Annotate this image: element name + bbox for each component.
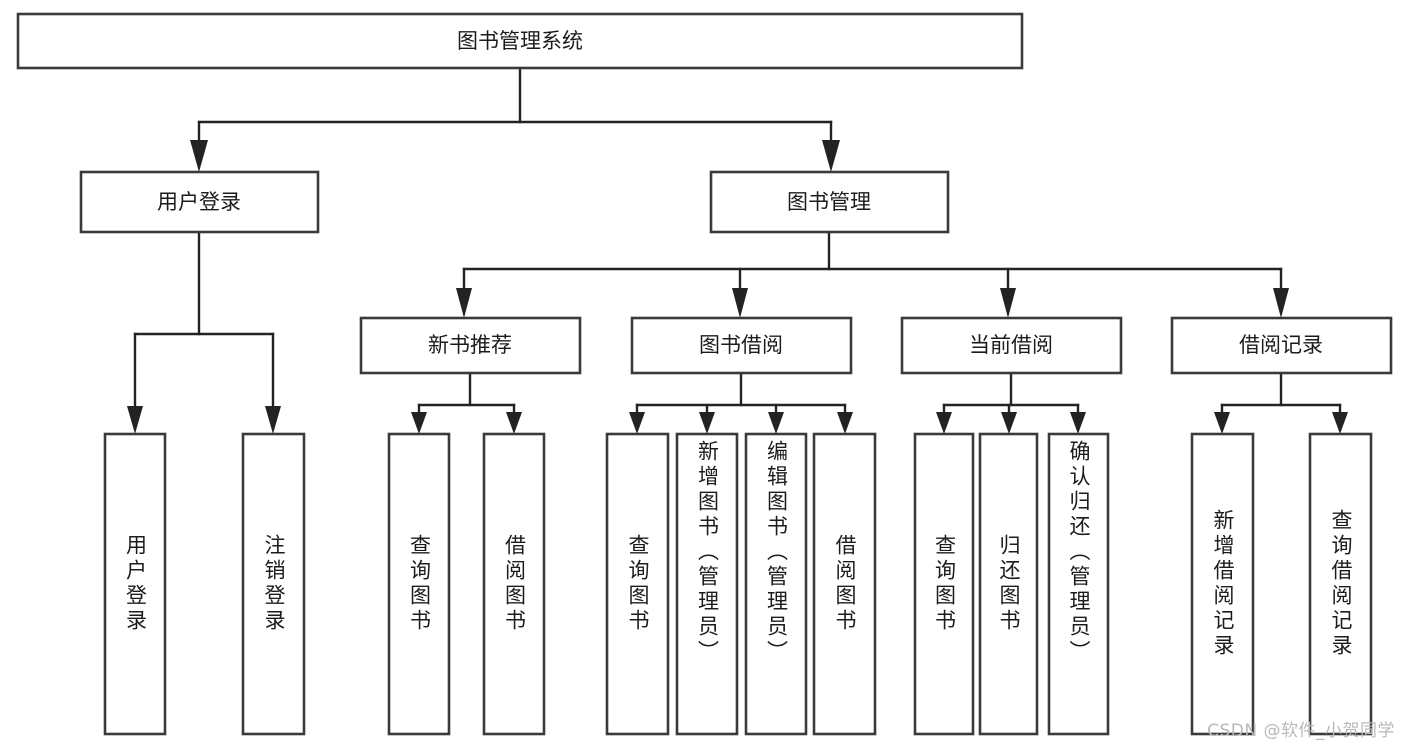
node-root-box[interactable]	[16, 12, 1024, 70]
leaf-user-logout-box[interactable]	[241, 432, 306, 736]
node-book-manage-label: 图书管理	[787, 190, 871, 214]
node-new-book-rec-label: 新书推荐	[428, 333, 512, 357]
arrowhead-leaf-borrow-book-1	[506, 412, 522, 434]
leaf-user-login-box[interactable]	[103, 432, 167, 736]
leaf-add-record-box[interactable]	[1190, 432, 1255, 736]
leaf-query-book-1-box[interactable]	[387, 432, 451, 736]
leaf-edit-book-box[interactable]	[744, 432, 808, 736]
arrowhead-leaf-edit-book	[768, 412, 784, 434]
arrowhead-leaf-borrow-book-2	[837, 412, 853, 434]
node-current-borrow-box[interactable]	[900, 316, 1123, 375]
node-book-manage-box[interactable]	[709, 170, 950, 234]
arrowhead-book-borrow	[732, 288, 748, 318]
node-user-login-box[interactable]	[79, 170, 320, 234]
csdn-watermark: CSDN @软件_小贺同学	[1207, 721, 1395, 741]
leaf-return-book-box[interactable]	[978, 432, 1039, 736]
leaf-query-record-box[interactable]	[1308, 432, 1373, 736]
arrowhead-leaf-query-book-1	[411, 412, 427, 434]
arrowhead-borrow-record	[1273, 288, 1289, 318]
arrowhead-user-login	[190, 140, 208, 172]
node-current-borrow-label: 当前借阅	[969, 333, 1053, 357]
node-borrow-record-box[interactable]	[1170, 316, 1393, 375]
connector-layer	[127, 66, 1348, 434]
arrowhead-leaf-user-login	[127, 406, 143, 434]
arrowhead-leaf-confirm-return	[1070, 412, 1086, 434]
leaf-add-book-box[interactable]	[675, 432, 739, 736]
node-book-borrow-label: 图书借阅	[699, 333, 783, 357]
node-book-borrow-box[interactable]	[630, 316, 853, 375]
arrowhead-book-manage	[822, 140, 840, 172]
node-borrow-record-label: 借阅记录	[1239, 333, 1323, 357]
arrowhead-leaf-query-book-2	[629, 412, 645, 434]
arrowhead-leaf-add-book	[699, 412, 715, 434]
arrowhead-current-borrow	[1000, 288, 1016, 318]
node-new-book-rec-box[interactable]	[359, 316, 582, 375]
node-root-label: 图书管理系统	[457, 29, 583, 53]
node-layer: 图书管理系统 用户登录 图书管理 新书推荐 图书借阅 当前借阅 借阅记录	[16, 12, 1393, 736]
arrowhead-new-book-rec	[456, 288, 472, 318]
leaf-confirm-return-box[interactable]	[1047, 432, 1110, 736]
node-user-login-label: 用户登录	[157, 190, 241, 214]
arrowhead-leaf-query-record	[1332, 412, 1348, 434]
arrowhead-leaf-return-book	[1001, 412, 1017, 434]
leaf-query-book-3-box[interactable]	[913, 432, 975, 736]
leaf-query-book-2-box[interactable]	[605, 432, 670, 736]
arrowhead-leaf-user-logout	[265, 406, 281, 434]
leaf-borrow-book-1-box[interactable]	[482, 432, 546, 736]
leaf-borrow-book-2-box[interactable]	[812, 432, 877, 736]
arrowhead-leaf-add-record	[1214, 412, 1230, 434]
arrowhead-leaf-query-book-3	[936, 412, 952, 434]
